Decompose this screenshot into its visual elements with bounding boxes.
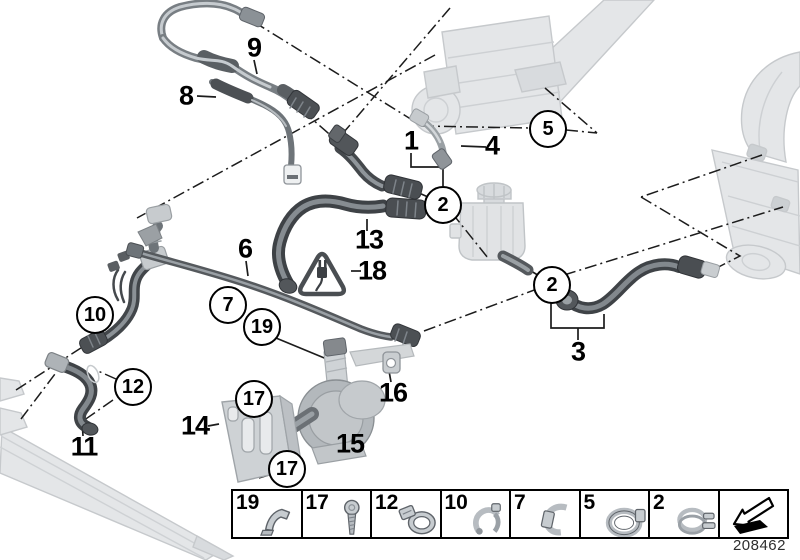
callout-circled-19: 19 [243, 308, 281, 346]
ghost-expansion-tank [449, 182, 526, 261]
callout-16: 16 [378, 377, 408, 408]
callout-circled-7: 7 [209, 286, 247, 324]
callout-circled-12: 12 [114, 368, 152, 406]
electrical-warning-icon [297, 251, 347, 297]
callout-circled-2a-label: 2 [437, 193, 449, 216]
ghost-radiator [0, 377, 235, 560]
legend-label-12: 12 [375, 491, 399, 514]
legend-cell-arrow [719, 491, 787, 537]
legend-label-10: 10 [444, 491, 468, 514]
callout-circled-10-label: 10 [83, 303, 107, 326]
callout-circled-17b-label: 17 [275, 457, 299, 480]
callout-1: 1 [403, 125, 419, 156]
callout-circled-10: 10 [76, 296, 114, 334]
retainer-bracket-icon [259, 508, 290, 536]
callout-11: 11 [70, 431, 99, 462]
worm-drive-clamp-icon [398, 504, 436, 535]
legend-label-7: 7 [514, 491, 526, 514]
legend-label-19: 19 [236, 491, 260, 514]
callout-14: 14 [180, 410, 210, 441]
legend-cell-2: 2 [650, 491, 720, 537]
drawing-number: 208462 [732, 537, 786, 554]
legend-cell-12: 12 [372, 491, 442, 537]
screw-icon [343, 499, 360, 535]
ghost-cooler-right [711, 51, 800, 280]
legend-cell-7: 7 [511, 491, 581, 537]
callout-circled-17b: 17 [268, 450, 306, 488]
callout-circled-5-label: 5 [542, 117, 554, 140]
legend-label-5: 5 [583, 491, 596, 514]
callout-circled-2a: 2 [424, 186, 462, 224]
legend-label-2: 2 [653, 491, 665, 514]
hose-clamp-icon [605, 507, 646, 537]
legend-label-17: 17 [305, 491, 329, 514]
callout-9: 9 [246, 32, 262, 63]
callout-3: 3 [570, 336, 586, 367]
callout-circled-12-label: 12 [121, 375, 145, 398]
callout-13: 13 [354, 224, 384, 255]
callout-circled-5: 5 [529, 110, 567, 148]
callout-circled-7-label: 7 [222, 293, 234, 316]
pipe-clip-icon [473, 503, 501, 535]
spring-band-clamp-icon [676, 507, 716, 535]
callout-18: 18 [357, 255, 387, 286]
callout-circled-19-label: 19 [250, 315, 274, 338]
callout-8: 8 [178, 80, 194, 111]
legend-cell-5: 5 [580, 491, 650, 537]
retaining-clip-icon [540, 503, 567, 536]
fastener-legend: 19 17 12 10 [231, 489, 789, 539]
legend-cell-19: 19 [233, 491, 303, 537]
dash-dot-leader-lines [15, 7, 784, 424]
callout-circled-17a: 17 [235, 380, 273, 418]
callout-circled-2b-label: 2 [546, 273, 558, 296]
direction-arrow-icon [733, 496, 775, 534]
callout-circled-2b: 2 [533, 266, 571, 304]
ghost-engine-top [411, 0, 655, 135]
callout-6: 6 [237, 233, 253, 264]
callout-circled-17a-label: 17 [242, 387, 266, 410]
callout-15: 15 [335, 428, 365, 459]
legend-cell-17: 17 [302, 491, 372, 537]
callout-4: 4 [484, 130, 500, 161]
legend-cell-10: 10 [441, 491, 511, 537]
